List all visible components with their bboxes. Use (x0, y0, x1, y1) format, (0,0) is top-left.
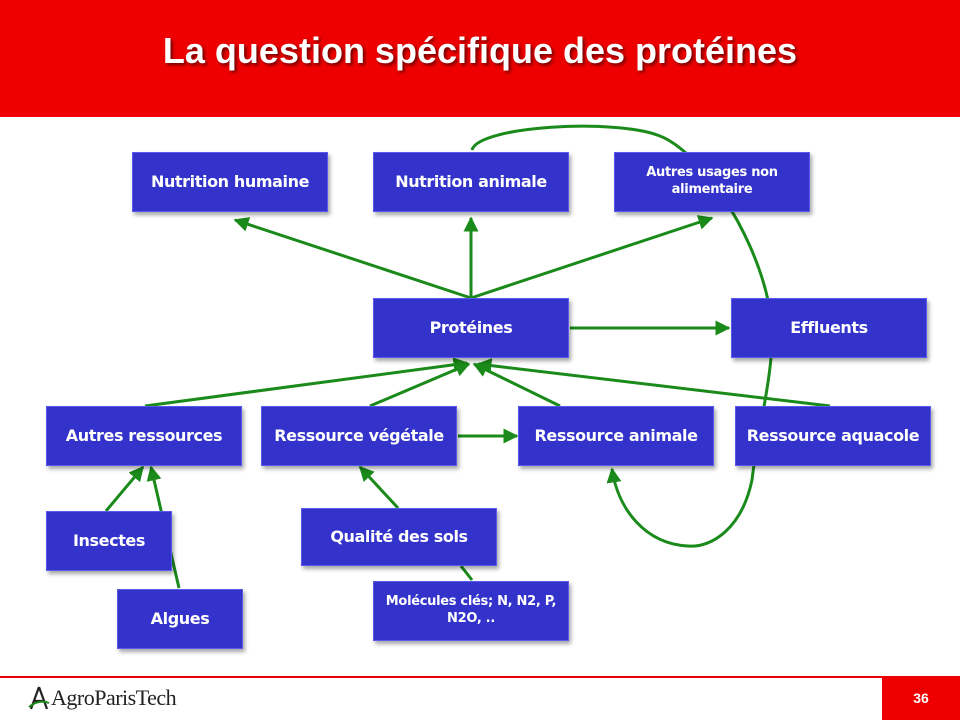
footer-line (0, 676, 882, 678)
node-autres-ressources: Autres ressources (46, 406, 242, 466)
node-molecules-cles: Molécules clés; N, N2, P, N2O, .. (373, 581, 569, 641)
node-autres-usages: Autres usages non alimentaire (614, 152, 810, 212)
node-proteines: Protéines (373, 298, 569, 358)
agroparistech-logo: AgroParisTech (28, 684, 177, 712)
arrow-ressource-animale-to-proteines (472, 362, 561, 408)
node-nutrition-humaine: Nutrition humaine (132, 152, 328, 212)
arrow-proteines-to-nutrition-humaine (233, 217, 472, 300)
node-effluents: Effluents (731, 298, 927, 358)
slide-title: La question spécifique des protéines (162, 30, 798, 71)
node-qualite-sols: Qualité des sols (301, 508, 497, 566)
title-bar (0, 0, 960, 117)
page-number: 36 (882, 676, 960, 720)
arrow-ressource-vegetale-to-proteines (369, 362, 471, 408)
node-insectes: Insectes (46, 511, 172, 571)
arrow-insectes-to-autres-ressources (104, 465, 145, 512)
arrow-autres-ressources-to-proteines (144, 357, 469, 408)
node-algues: Algues (117, 589, 243, 649)
node-nutrition-animale: Nutrition animale (373, 152, 569, 212)
agroparistech-logo-icon (28, 686, 50, 710)
node-ressource-vegetale: Ressource végétale (261, 406, 457, 466)
node-ressource-aquacole: Ressource aquacole (735, 406, 931, 466)
arrow-qualite-sols-to-vegetale (358, 465, 400, 510)
arrow-proteines-to-autres-usages (470, 215, 714, 300)
node-ressource-animale: Ressource animale (518, 406, 714, 466)
arrow-ressource-aquacole-to-proteines (476, 358, 831, 408)
logo-text: AgroParisTech (51, 685, 177, 710)
line-molecules-to-qualite-sols (459, 565, 474, 581)
